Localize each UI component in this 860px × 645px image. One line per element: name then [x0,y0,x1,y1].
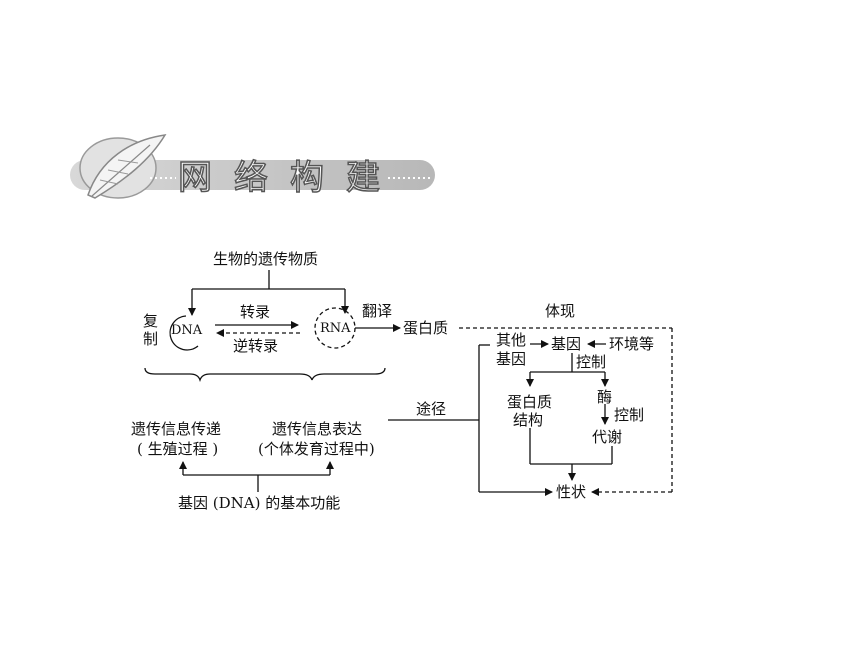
node-other-genes-2: 基因 [496,350,527,368]
replication-loop [169,315,199,351]
leaf-logo-icon [79,134,167,199]
node-info-transfer: 遗传信息传递 [131,420,222,438]
node-dna: DNA [171,323,203,338]
node-reproduction: ( 生殖过程 ) [137,440,219,458]
brace-right [311,367,386,381]
node-genetic-material: 生物的遗传物质 [213,250,319,268]
label-pathway: 途径 [416,400,447,418]
node-gene: 基因 [551,335,582,353]
label-translation: 翻译 [362,302,393,320]
node-protein-structure-1: 蛋白质 [507,393,553,411]
node-replication-2: 制 [143,330,159,348]
label-control-2: 控制 [614,406,645,424]
node-environment: 环境等 [609,335,655,353]
label-embodiment: 体现 [545,302,576,320]
node-enzyme: 酶 [597,388,613,406]
node-basic-function: 基因 (DNA) 的基本功能 [178,494,341,512]
node-protein-structure-2: 结构 [513,411,544,429]
node-rna: RNA [320,321,351,336]
node-development: (个体发育过程中) [258,440,375,458]
label-transcription: 转录 [240,303,271,321]
label-control-1: 控制 [576,353,607,371]
node-trait: 性状 [556,483,587,501]
banner-title: 网络构建 [177,157,402,199]
label-reverse-transcription: 逆转录 [233,337,279,355]
node-replication-1: 复 [143,312,159,330]
brace-left [144,367,313,383]
node-metabolism: 代谢 [592,428,623,446]
node-protein: 蛋白质 [403,319,449,337]
node-other-genes-1: 其他 [496,331,527,349]
node-info-expression: 遗传信息表达 [272,420,363,438]
